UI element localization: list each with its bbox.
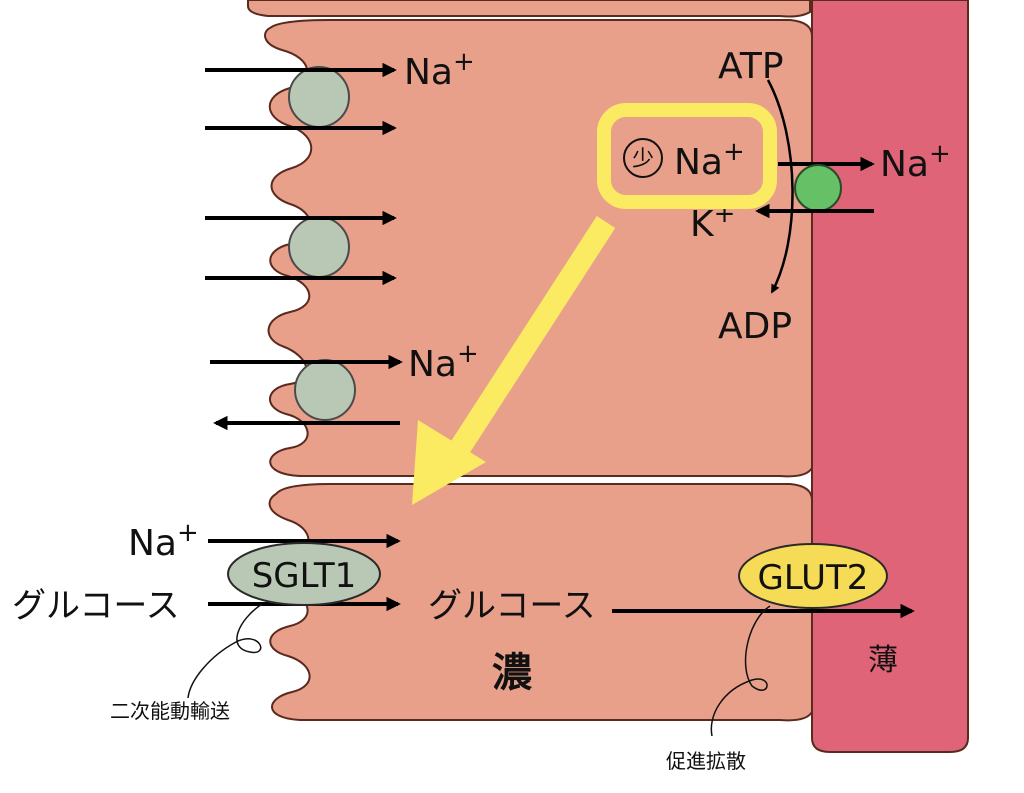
yellow-flow-arrow-shaft bbox=[442, 216, 616, 466]
na-label-sglt: Na+ bbox=[128, 518, 199, 564]
conc-low-label: 薄 bbox=[868, 643, 898, 678]
atp-label: ATP bbox=[718, 46, 784, 87]
glut2-transporter bbox=[738, 543, 888, 609]
na-label-blood: Na+ bbox=[880, 139, 951, 185]
sglt1-label: SGLT1 bbox=[252, 556, 357, 596]
adp-label: ADP bbox=[718, 306, 792, 347]
cotransporter-circle-3 bbox=[294, 359, 356, 421]
low-marker-char: 少 bbox=[632, 147, 654, 172]
sglt1-transporter bbox=[227, 542, 381, 606]
secondary-active-transport-label: 二次能動輸送 bbox=[110, 699, 230, 723]
callout-line-sglt1 bbox=[187, 603, 263, 699]
cotransporter-circle-2 bbox=[288, 216, 350, 278]
na-k-pump bbox=[794, 164, 842, 212]
yellow-flow-arrow-head bbox=[412, 420, 486, 505]
atp-adp-curve bbox=[766, 79, 794, 294]
glut2-label: GLUT2 bbox=[758, 558, 869, 598]
callout-line-glut2 bbox=[710, 605, 771, 737]
na-label-top: Na+ bbox=[404, 47, 475, 93]
na-label-low: Na+ bbox=[674, 137, 745, 183]
na-label-middle: Na+ bbox=[408, 339, 479, 385]
circled-character-icon bbox=[623, 138, 663, 178]
blood-vessel bbox=[811, 0, 969, 753]
facilitated-diffusion-label: 促進拡散 bbox=[666, 749, 746, 773]
cotransporter-circle-1 bbox=[288, 66, 350, 128]
glucose-outside-label: グルコース bbox=[12, 586, 180, 626]
glucose-inside-label: グルコース bbox=[428, 586, 596, 626]
cell-top bbox=[247, 0, 811, 18]
low-na-highlight-box bbox=[597, 103, 777, 209]
conc-high-label: 濃 bbox=[492, 650, 533, 696]
